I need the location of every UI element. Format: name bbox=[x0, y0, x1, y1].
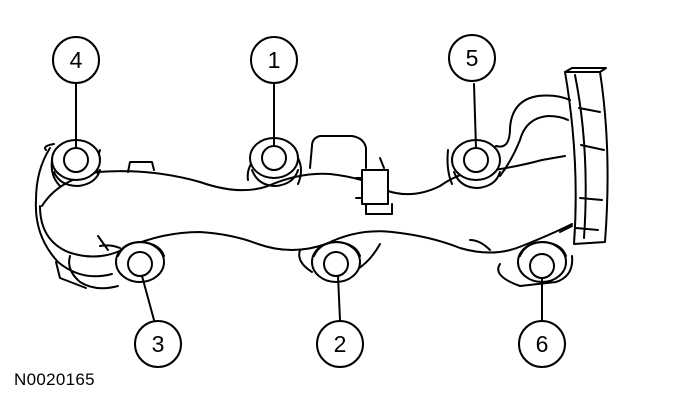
callout-2-label: 2 bbox=[334, 331, 347, 357]
callout-5-label: 5 bbox=[466, 45, 479, 71]
callout-4-label: 4 bbox=[70, 47, 83, 73]
callout-3: 3 bbox=[134, 320, 182, 368]
callout-4: 4 bbox=[52, 36, 100, 84]
bolt-3 bbox=[115, 241, 165, 283]
callout-3-label: 3 bbox=[152, 331, 165, 357]
manifold-body bbox=[34, 94, 574, 290]
bolt-1 bbox=[249, 137, 299, 187]
outlet-flange bbox=[564, 67, 609, 245]
callout-1-label: 1 bbox=[268, 47, 281, 73]
callout-5: 5 bbox=[448, 34, 496, 82]
bolt-6 bbox=[517, 241, 567, 283]
callout-2: 2 bbox=[316, 320, 364, 368]
bolt-4 bbox=[51, 139, 101, 187]
figure-id: N0020165 bbox=[14, 370, 95, 389]
bolt-2 bbox=[311, 241, 361, 283]
callout-6-label: 6 bbox=[536, 331, 549, 357]
callout-1: 1 bbox=[250, 36, 298, 84]
callout-6: 6 bbox=[518, 320, 566, 368]
bolt-5 bbox=[451, 139, 501, 189]
